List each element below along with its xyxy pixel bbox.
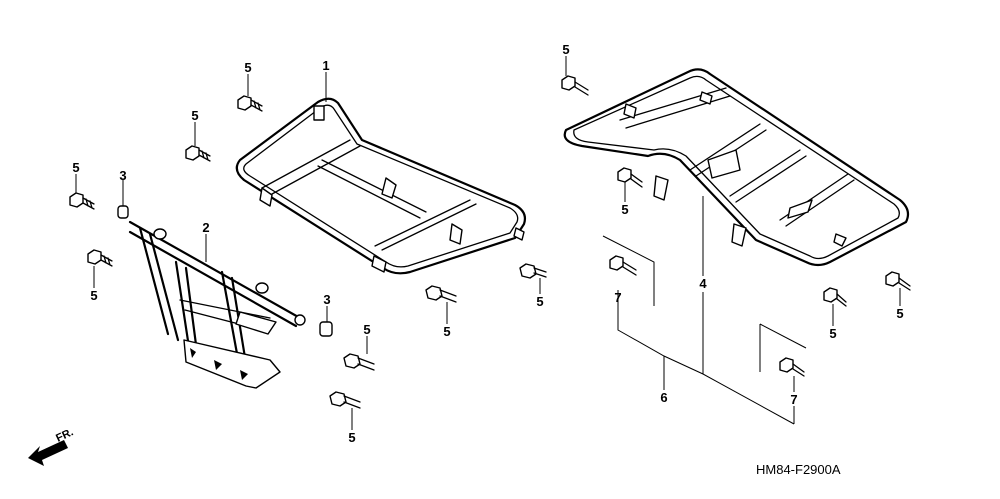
- flange-bolt-i: [561, 75, 589, 96]
- callout-3b: 3: [323, 292, 330, 307]
- callout-6: 6: [660, 390, 667, 405]
- collar-a: [117, 205, 129, 219]
- bolt-7-a: [609, 255, 637, 276]
- direction-label: FR.: [54, 426, 75, 444]
- arrow-icon: [28, 440, 68, 466]
- flange-bolt-b: [185, 145, 211, 162]
- flange-bolt-f: [329, 391, 361, 409]
- callout-5k: 5: [829, 326, 836, 341]
- flange-bolt-e: [343, 353, 375, 371]
- callout-5e: 5: [363, 322, 370, 337]
- front-carrier: [235, 97, 527, 275]
- flange-bolt-j: [617, 167, 643, 188]
- leader-lines: [75, 56, 901, 430]
- flange-bolt-h: [519, 263, 547, 279]
- callout-5l: 5: [896, 306, 903, 321]
- flange-bolt-g: [425, 285, 457, 303]
- flange-bolt-l: [885, 271, 911, 291]
- front-guard: [128, 220, 306, 389]
- bolt-7-b: [779, 357, 805, 377]
- callout-7a: 7: [614, 290, 621, 305]
- diagram-code: HM84-F2900A: [756, 462, 841, 477]
- callout-7b: 7: [790, 392, 797, 407]
- callout-5d: 5: [90, 288, 97, 303]
- callout-5j: 5: [621, 202, 628, 217]
- callout-5f: 5: [348, 430, 355, 445]
- callout-5i: 5: [562, 42, 569, 57]
- callout-1: 1: [322, 58, 329, 73]
- callout-labels: 1 2 3 3 5 5 5 5 5 5 5 5 5 5 5 5 4 6 7 7: [72, 42, 903, 445]
- callout-5c: 5: [72, 160, 79, 175]
- flange-bolt-a: [237, 95, 263, 112]
- callout-3a: 3: [119, 168, 126, 183]
- callout-4: 4: [699, 276, 707, 291]
- callout-5a: 5: [244, 60, 251, 75]
- front-direction-arrow: FR.: [28, 426, 75, 466]
- flange-bolt-d: [87, 249, 113, 267]
- callout-5h: 5: [536, 294, 543, 309]
- rear-carrier: [563, 68, 910, 267]
- flange-bolt-c: [69, 192, 95, 210]
- callout-5b: 5: [191, 108, 198, 123]
- callout-2: 2: [202, 220, 209, 235]
- callout-5g: 5: [443, 324, 450, 339]
- collar-b: [319, 321, 333, 337]
- flange-bolt-k: [823, 287, 847, 307]
